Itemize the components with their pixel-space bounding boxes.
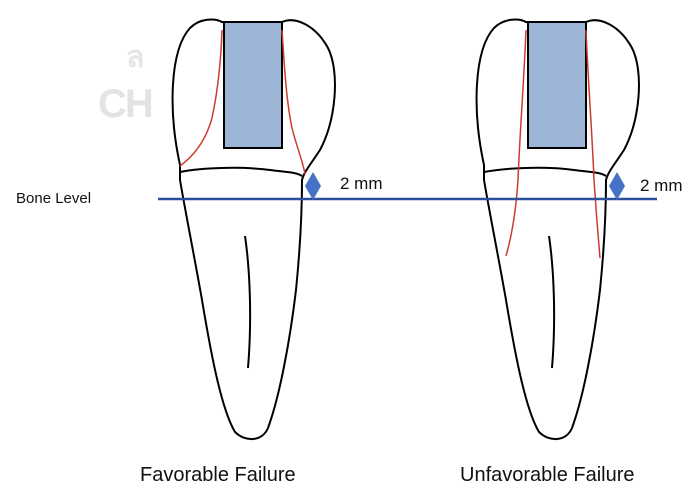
caption-favorable: Favorable Failure xyxy=(140,464,296,487)
distance-marker-right xyxy=(609,172,625,200)
tooth-left-post xyxy=(224,22,282,148)
tooth-right xyxy=(477,20,639,440)
distance-label-right: 2 mm xyxy=(640,176,683,196)
bone-level-label: Bone Level xyxy=(16,190,91,207)
tooth-left xyxy=(173,20,335,440)
distance-marker-left xyxy=(305,172,321,200)
tooth-right-post xyxy=(528,22,586,148)
caption-unfavorable: Unfavorable Failure xyxy=(460,464,635,487)
distance-label-left: 2 mm xyxy=(340,174,383,194)
